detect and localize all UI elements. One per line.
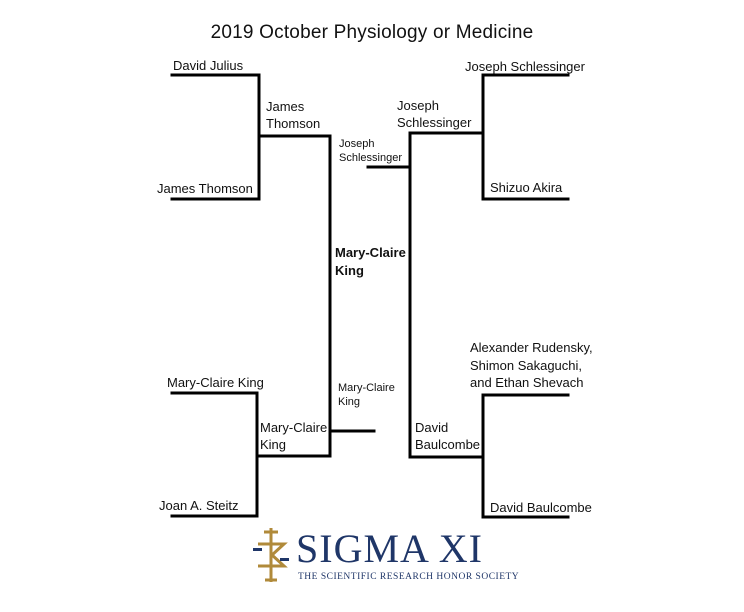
entrant-mary-claire-king: Mary-Claire King <box>167 375 264 390</box>
entrant-rudensky-sakaguchi-shevach: Alexander Rudensky, Shimon Sakaguchi, an… <box>470 340 593 390</box>
bracket-title: 2019 October Physiology or Medicine <box>210 22 534 43</box>
bracket-line <box>481 73 570 201</box>
entrant-david-baulcombe: David Baulcombe <box>490 500 592 515</box>
sigma-xi-emblem-icon <box>253 528 289 582</box>
entrant-shizuo-akira: Shizuo Akira <box>490 180 563 195</box>
champion-label: Mary-Claire King <box>335 245 406 278</box>
entrant-joan-steitz: Joan A. Steitz <box>159 498 239 513</box>
semifinal-left-winner: Mary-Claire King <box>338 382 395 408</box>
semifinal-right-winner: Joseph Schlessinger <box>339 138 402 164</box>
round2-top-left-winner: James Thomson <box>266 99 321 131</box>
round2-bottom-right-winner: David Baulcombe <box>415 420 481 452</box>
entrant-david-julius: David Julius <box>173 58 244 73</box>
round2-top-right-winner: Joseph Schlessinger <box>397 98 472 130</box>
sigma-xi-tagline: THE SCIENTIFIC RESEARCH HONOR SOCIETY <box>298 572 520 582</box>
entrant-joseph-schlessinger: Joseph Schlessinger <box>465 59 585 74</box>
round2-bottom-left-winner: Mary-Claire King <box>260 420 328 452</box>
sigma-xi-logo-text: SIGMA XI <box>296 526 483 571</box>
entrant-james-thomson: James Thomson <box>157 181 253 196</box>
